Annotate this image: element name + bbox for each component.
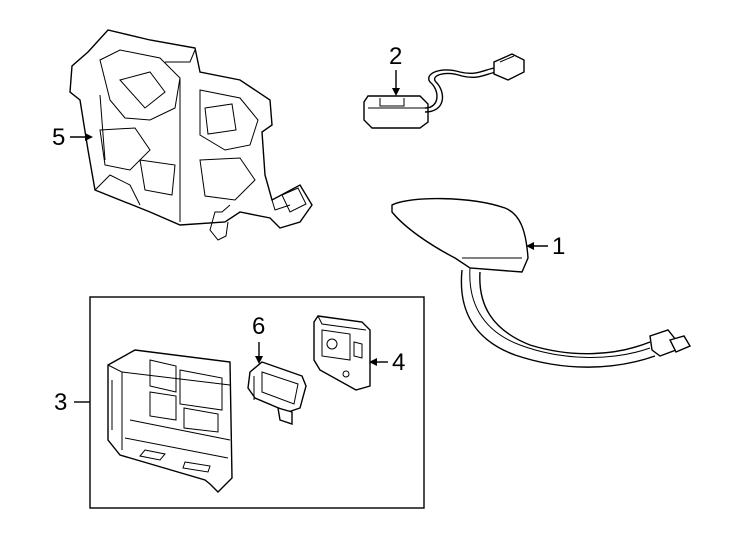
callout-5: 5 — [52, 124, 65, 151]
callout-4: 4 — [392, 349, 405, 376]
callout-1: 1 — [552, 233, 565, 260]
callout-4-arrowhead — [369, 358, 377, 366]
callout-6: 6 — [252, 313, 265, 340]
part-4-bracket-plate — [313, 315, 371, 391]
callout-3: 3 — [54, 389, 67, 416]
callout-1-arrowhead — [526, 242, 534, 250]
part-3-control-module — [107, 349, 233, 493]
part-6-connector — [247, 361, 307, 425]
part-1-antenna — [391, 197, 692, 368]
callout-2: 2 — [389, 43, 402, 70]
callout-2-arrowhead — [392, 88, 400, 96]
part-2-module — [363, 53, 525, 129]
callout-5-arrowhead — [85, 133, 93, 141]
callout-6-arrowhead — [255, 356, 263, 364]
part-5-bracket — [69, 29, 313, 241]
